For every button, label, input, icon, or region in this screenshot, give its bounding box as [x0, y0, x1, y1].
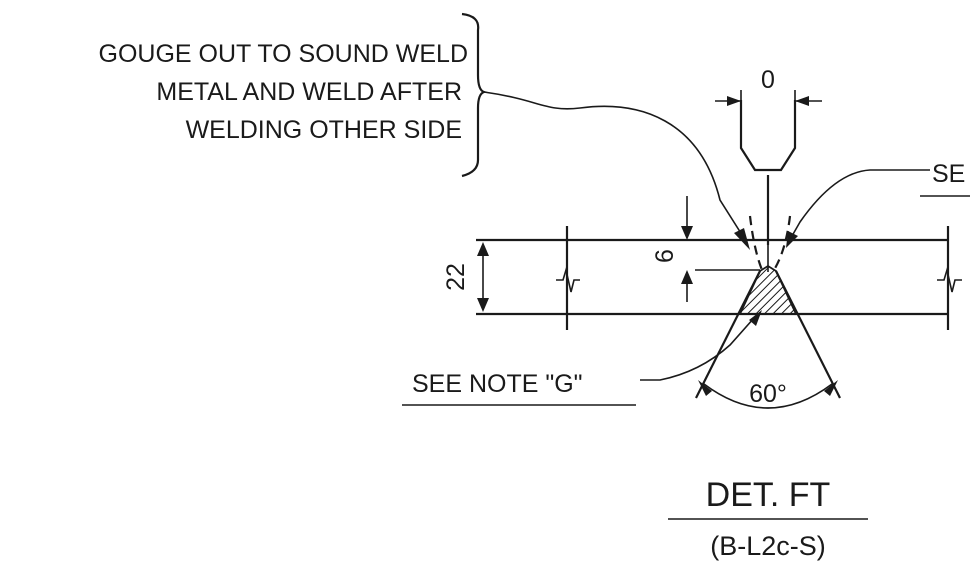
note-bracket: [461, 12, 488, 178]
gouge-note: GOUGE OUT TO SOUND WELD METAL AND WELD A…: [99, 40, 469, 144]
root-opening-label: 0: [761, 66, 775, 94]
weld-groove: [695, 215, 841, 399]
detail-title-block: DET. FT (B-L2c-S): [668, 476, 868, 561]
gouge-note-line-3: WELDING OTHER SIDE: [186, 116, 462, 144]
groove-angle-arc: [703, 383, 833, 409]
detail-title: DET. FT: [706, 476, 831, 514]
gouge-note-line-1: GOUGE OUT TO SOUND WELD: [99, 40, 469, 68]
detail-designation: (B-L2c-S): [710, 531, 826, 561]
note-g-label: SEE NOTE "G": [412, 370, 583, 398]
right-note-leader: [791, 169, 930, 237]
root-face-dimension: 6: [651, 196, 760, 302]
plate-assembly: [476, 226, 962, 330]
note-g-leader: [640, 317, 755, 381]
root-face-label: 6: [651, 249, 679, 263]
gouge-note-line-2: METAL AND WELD AFTER: [156, 78, 462, 106]
plate-thickness-dimension: 22: [442, 242, 489, 312]
weld-symbol: 0: [715, 66, 822, 245]
right-note-label: SE: [932, 160, 965, 188]
groove-angle-label: 60°: [749, 380, 787, 408]
plate-thickness-label: 22: [442, 263, 470, 291]
gouge-leader: [483, 91, 745, 239]
